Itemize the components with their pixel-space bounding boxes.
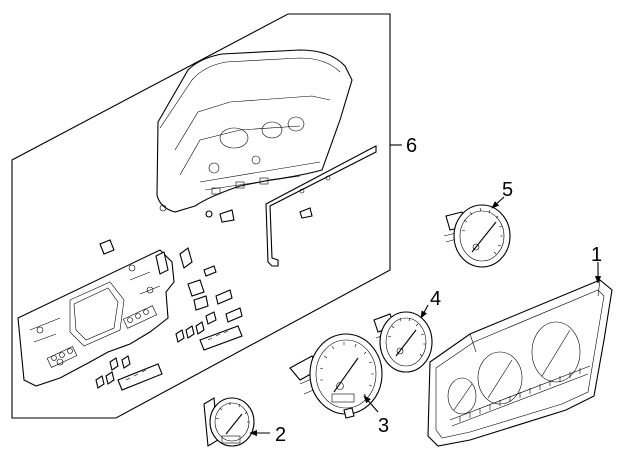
gauge-part-5 [443,204,511,268]
assembly-frame [11,13,391,419]
callout-4: 4 [430,288,441,310]
callout-3: 3 [378,415,389,437]
leader-line-5 [491,196,505,209]
cluster-housing-part-1 [427,279,613,447]
callout-6: 6 [406,135,417,157]
callout-2: 2 [275,424,286,446]
small-clip [205,207,313,223]
bulb-sockets [95,247,243,391]
callout-1: 1 [591,244,602,266]
speedometer-part-3 [289,333,383,419]
board-connector [99,239,169,275]
rear-housing [156,49,353,213]
gauge-part-4 [373,311,433,373]
gauge-part-2 [203,397,255,447]
wire-bracket [265,145,377,267]
circuit-board [17,249,175,387]
leader-line-3 [363,395,379,413]
callout-5: 5 [502,179,513,201]
leader-line-4 [420,304,429,319]
